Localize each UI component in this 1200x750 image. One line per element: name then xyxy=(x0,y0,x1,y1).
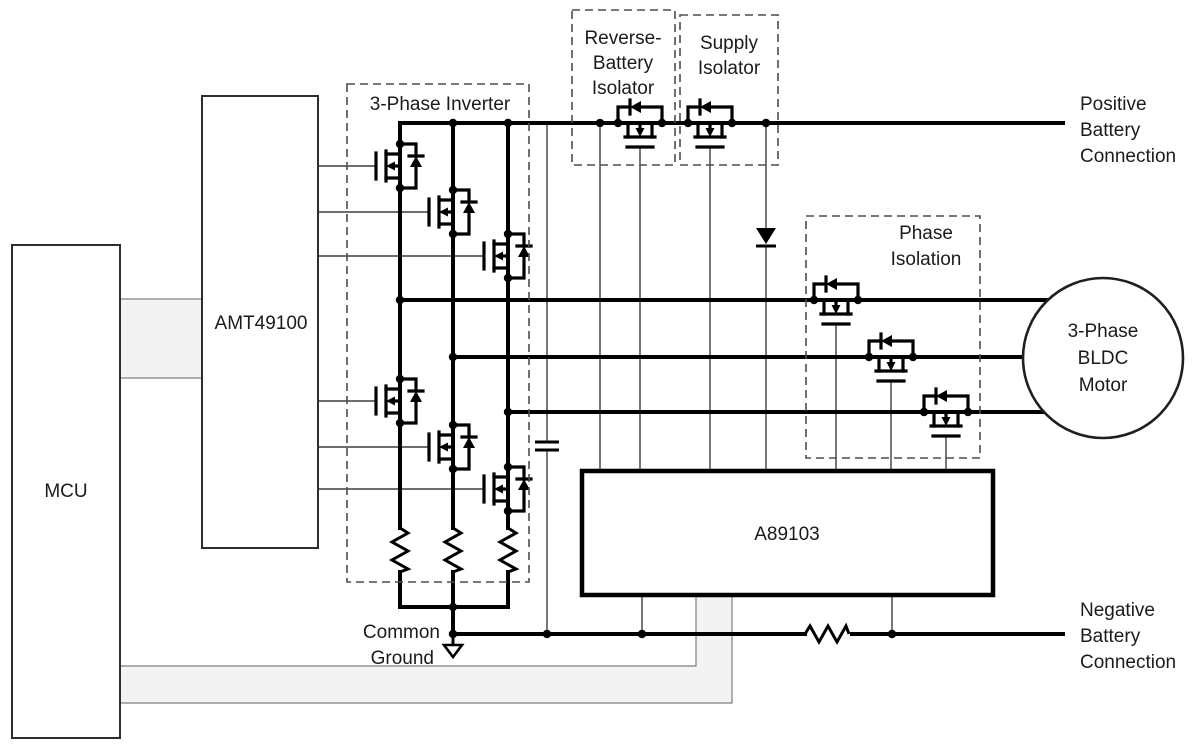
diode-icon xyxy=(756,228,776,248)
svg-text:Isolation: Isolation xyxy=(891,249,962,270)
mosfet-icon xyxy=(863,332,919,383)
junction-dots xyxy=(395,118,897,639)
protection-ic-label: A89103 xyxy=(754,524,820,545)
capacitor-icon xyxy=(535,440,559,452)
mosfet-icon xyxy=(374,373,425,429)
mosfet-icon xyxy=(482,228,533,284)
mcu-predriver-bus xyxy=(119,298,203,379)
svg-text:Isolator: Isolator xyxy=(698,58,761,79)
svg-text:3-Phase: 3-Phase xyxy=(1068,321,1139,342)
motor-circle xyxy=(1021,276,1185,440)
predriver-block xyxy=(201,95,319,549)
supply-isolator-box xyxy=(679,14,779,166)
inverter-title: 3-Phase Inverter xyxy=(370,94,511,115)
mosfet-icon xyxy=(374,138,425,194)
svg-text:Isolator: Isolator xyxy=(592,78,655,99)
svg-text:Common: Common xyxy=(363,622,440,643)
svg-text:Phase: Phase xyxy=(899,223,953,244)
resistor-icon xyxy=(498,526,518,574)
mcu-block xyxy=(11,244,121,739)
common-ground-label: Common Ground xyxy=(363,622,440,669)
mosfet-icon xyxy=(482,461,533,517)
mosfet-icon xyxy=(612,98,668,149)
svg-text:BLDC: BLDC xyxy=(1078,348,1129,369)
svg-text:Connection: Connection xyxy=(1080,652,1176,673)
mosfet-icon xyxy=(682,98,738,149)
mosfet-icon xyxy=(918,387,974,438)
svg-text:Negative: Negative xyxy=(1080,600,1155,621)
negative-battery-label: Negative Battery Connection xyxy=(1080,600,1176,673)
svg-text:Supply: Supply xyxy=(700,33,759,54)
mosfet-icon xyxy=(808,275,864,326)
phase-isolation-title: Phase Isolation xyxy=(891,223,962,270)
svg-text:Reverse-: Reverse- xyxy=(584,28,661,49)
resistor-icon xyxy=(443,526,463,574)
inverter-group-box xyxy=(346,83,530,583)
svg-text:Connection: Connection xyxy=(1080,146,1176,167)
mosfet-icon xyxy=(427,419,478,475)
svg-text:Motor: Motor xyxy=(1079,375,1128,396)
reverse-battery-isolator-title: Reverse- Battery Isolator xyxy=(584,28,661,99)
supply-isolator-title: Supply Isolator xyxy=(698,33,761,79)
svg-text:Battery: Battery xyxy=(1080,626,1141,647)
mosfet-icon xyxy=(427,184,478,240)
svg-text:Battery: Battery xyxy=(593,53,654,74)
resistor-icon xyxy=(390,526,410,574)
svg-text:Ground: Ground xyxy=(371,648,434,669)
svg-text:Battery: Battery xyxy=(1080,120,1141,141)
svg-text:Positive: Positive xyxy=(1080,94,1147,115)
positive-battery-label: Positive Battery Connection xyxy=(1080,94,1176,167)
motor-label: 3-Phase BLDC Motor xyxy=(1068,321,1139,396)
mcu-label: MCU xyxy=(44,481,87,502)
predriver-label: AMT49100 xyxy=(215,313,308,334)
protection-ic-block xyxy=(579,468,996,598)
resistor-icon xyxy=(803,624,851,644)
